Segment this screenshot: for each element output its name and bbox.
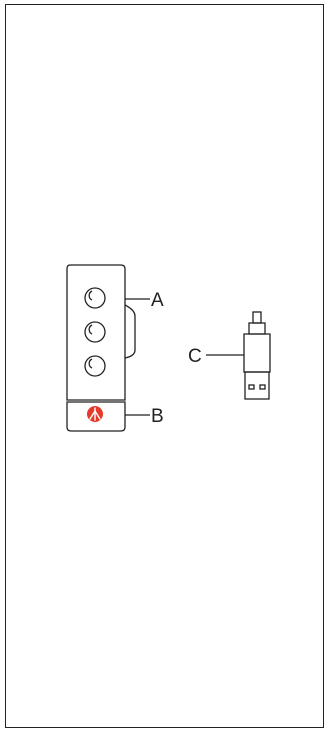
remote-base — [66, 401, 126, 432]
leader-lines — [125, 298, 244, 416]
usb-connector-icon — [243, 311, 271, 400]
button-middle[interactable] — [84, 321, 106, 343]
connector-neck — [248, 322, 266, 335]
remote-control — [66, 264, 136, 401]
button-bottom[interactable] — [84, 355, 106, 377]
page-border — [5, 4, 324, 728]
connector-plug — [244, 371, 270, 400]
plug-hole-left — [248, 384, 255, 390]
connector-body — [243, 333, 271, 373]
label-a: A — [151, 290, 164, 311]
connector-pin — [252, 311, 262, 324]
label-b: B — [151, 406, 164, 427]
plug-hole-right — [259, 384, 266, 390]
tripod-logo-icon — [87, 406, 103, 422]
remote-side-tab — [124, 304, 136, 359]
label-c: C — [188, 346, 202, 367]
button-top[interactable] — [84, 287, 106, 309]
remote-body-outline — [66, 264, 126, 401]
